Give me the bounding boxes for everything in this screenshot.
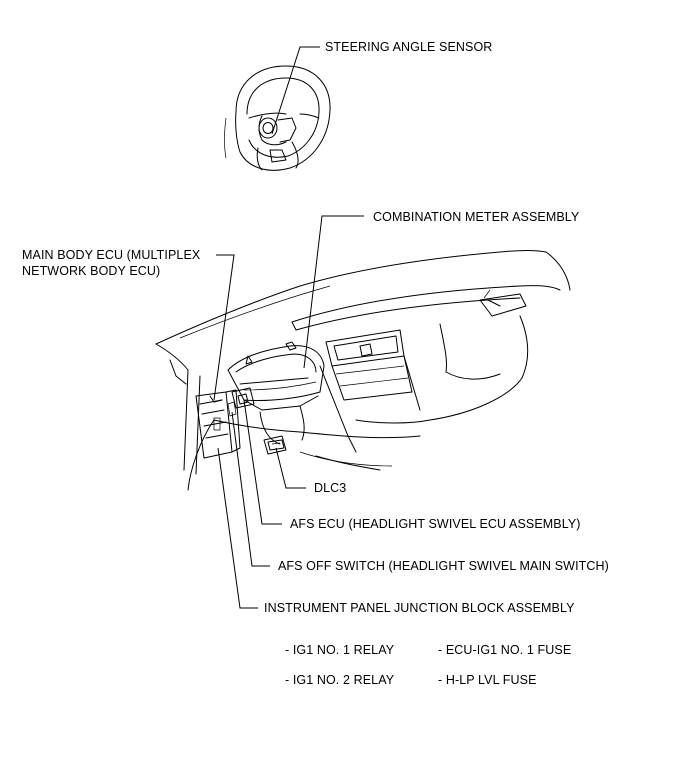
label-main-body-ecu-line2: NETWORK BODY ECU) (22, 264, 161, 278)
leader-combination-meter (303, 215, 364, 369)
leader-steering-angle-sensor (271, 46, 320, 135)
label-steering-angle-sensor: STEERING ANGLE SENSOR (325, 40, 493, 54)
sub-item-ecu-ig1-fuse: - ECU-IG1 NO. 1 FUSE (438, 643, 572, 657)
label-afs-off-switch: AFS OFF SWITCH (HEADLIGHT SWIVEL MAIN SW… (278, 559, 609, 573)
leader-afs-ecu (243, 399, 282, 525)
leader-dlc3 (275, 447, 306, 489)
instrument-panel-illustration (155, 250, 571, 491)
leader-instrument-panel-jb (217, 447, 258, 609)
sub-item-ig1-no2-relay: - IG1 NO. 2 RELAY (285, 673, 395, 687)
sub-item-h-lp-lvl-fuse: - H-LP LVL FUSE (438, 673, 537, 687)
label-afs-ecu: AFS ECU (HEADLIGHT SWIVEL ECU ASSEMBLY) (290, 517, 581, 531)
label-combination-meter: COMBINATION METER ASSEMBLY (373, 210, 580, 224)
steering-wheel-illustration (224, 65, 331, 171)
leader-afs-off-switch (231, 411, 270, 567)
label-main-body-ecu-line1: MAIN BODY ECU (MULTIPLEX (22, 248, 201, 262)
sub-item-ig1-no1-relay: - IG1 NO. 1 RELAY (285, 643, 395, 657)
label-instrument-panel-jb: INSTRUMENT PANEL JUNCTION BLOCK ASSEMBLY (264, 601, 575, 615)
label-dlc3: DLC3 (314, 481, 347, 495)
leader-main-body-ecu (213, 254, 235, 401)
